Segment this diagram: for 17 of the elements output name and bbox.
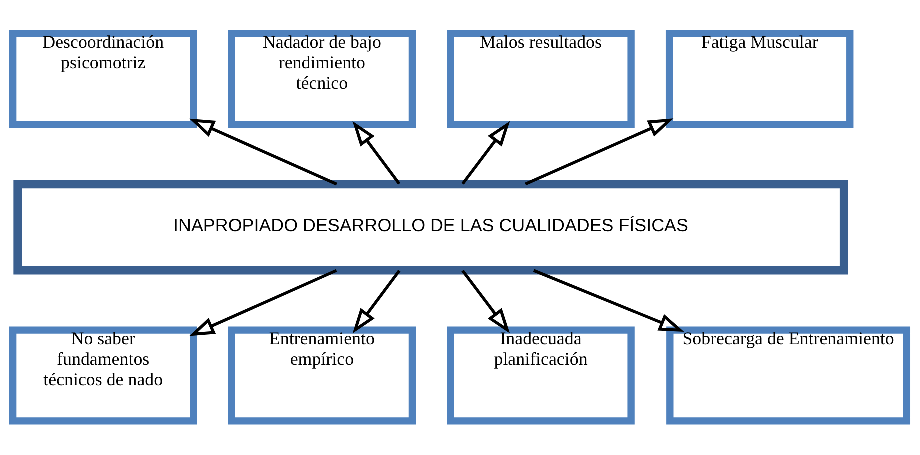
arrow xyxy=(462,121,510,185)
arrow xyxy=(190,118,338,186)
node-box: INAPROPIADO DESARROLLO DE LAS CUALIDADES FÍSICAS xyxy=(14,180,848,275)
node-box: Entrenamiento empírico xyxy=(228,326,416,425)
node-box: Descoordinación psicomotriz xyxy=(9,30,198,128)
arrow xyxy=(190,269,338,336)
node-box: Fatiga Muscular xyxy=(666,30,854,128)
arrow xyxy=(352,121,401,185)
node-box: Malos resultados xyxy=(447,30,635,128)
node-box: Nadador de bajo rendimiento técnico xyxy=(228,30,416,128)
arrow xyxy=(462,270,510,334)
node-box: No saber fundamentos técnicos de nado xyxy=(9,326,198,425)
arrow xyxy=(533,269,684,332)
node-box: Sobrecarga de Entrenamiento xyxy=(666,326,911,425)
arrow xyxy=(525,118,674,186)
node-box: Inadecuada planificación xyxy=(447,326,635,425)
arrow xyxy=(352,270,401,334)
